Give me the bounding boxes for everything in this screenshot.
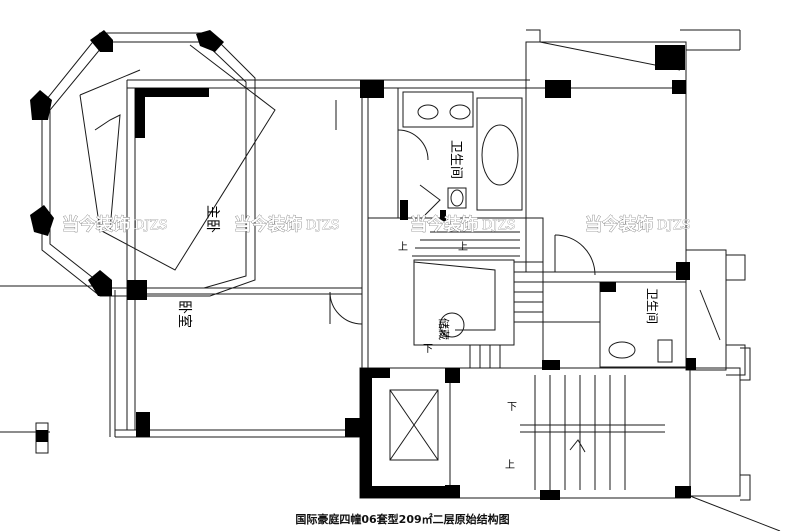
watermark-band: 当今装饰 DJZS 当今装饰 DJZS 当今装饰 DJZS 当今装饰 DJZS bbox=[62, 214, 691, 236]
structural-columns bbox=[30, 30, 696, 500]
plan-caption: 国际豪庭四幢06套型209㎡二层原始结构图 bbox=[295, 513, 510, 526]
watermark-1-sub: DJZS bbox=[134, 218, 168, 233]
stair-down-label-2: 下 bbox=[507, 402, 517, 413]
octagon-bay-outer bbox=[41, 32, 256, 297]
stair-down-label-1: 下 bbox=[423, 344, 433, 355]
watermark-3: 当今装饰 bbox=[410, 214, 478, 235]
watermark-3-sub: DJZS bbox=[482, 218, 516, 233]
room-label-bathroom-2: 卫生间 bbox=[645, 288, 659, 324]
room-label-bedroom: 卧室 bbox=[176, 300, 193, 328]
room-label-master-bedroom: 主卧 bbox=[204, 205, 220, 233]
watermark-4-sub: DJZS bbox=[657, 218, 691, 233]
watermark-2-sub: DJZS bbox=[306, 218, 340, 233]
stair-up-label-1: 上 bbox=[398, 241, 408, 253]
watermark-4: 当今装饰 bbox=[585, 214, 653, 235]
watermark-2: 当今装饰 bbox=[234, 214, 302, 235]
octagon-bay-inner bbox=[49, 41, 247, 289]
watermark-1: 当今装饰 bbox=[62, 214, 130, 235]
stair-up-label-2: 上 bbox=[505, 459, 515, 471]
room-label-storage: 储藏 bbox=[437, 318, 451, 340]
room-label-bathroom-1: 卫生间 bbox=[448, 140, 463, 179]
stair-arrow-label: 上 bbox=[458, 241, 468, 253]
